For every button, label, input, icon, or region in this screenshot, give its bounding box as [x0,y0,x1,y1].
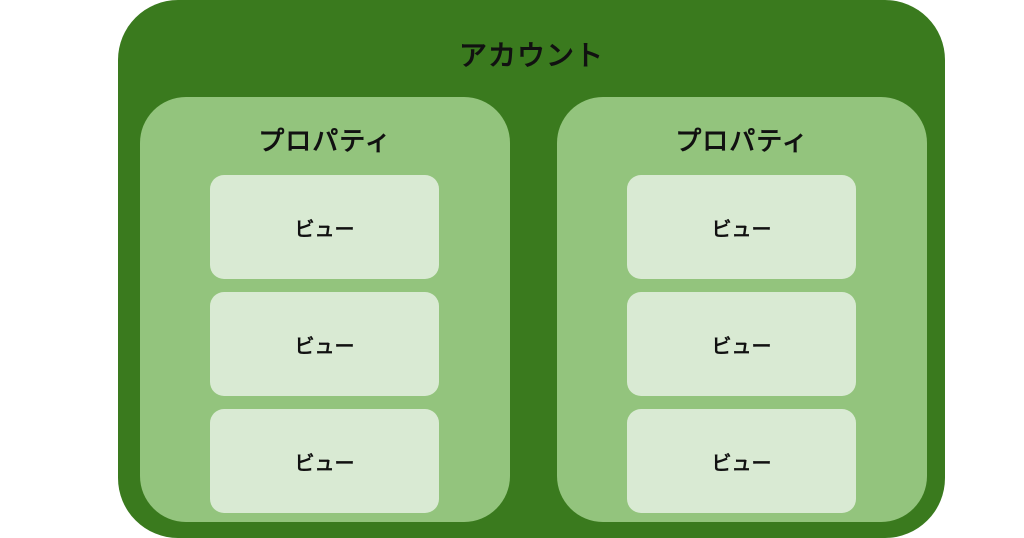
property-label-2: プロパティ [675,127,809,157]
property-label-1: プロパティ [258,127,392,157]
view-label-2-2: ビュー [711,333,772,358]
view-box-1-3: ビュー [210,409,439,513]
view-box-1-1: ビュー [210,175,439,279]
view-box-1-2: ビュー [210,292,439,396]
view-label-1-2: ビュー [294,333,355,358]
view-label-2-1: ビュー [711,216,772,241]
account-label: アカウント [458,39,604,72]
view-box-2-3: ビュー [627,409,856,513]
view-box-2-2: ビュー [627,292,856,396]
view-label-1-1: ビュー [294,216,355,241]
property-container-2: プロパティ ビュー ビュー ビュー [557,97,927,522]
view-label-2-3: ビュー [711,450,772,475]
view-label-1-3: ビュー [294,450,355,475]
view-box-2-1: ビュー [627,175,856,279]
property-container-1: プロパティ ビュー ビュー ビュー [140,97,510,522]
